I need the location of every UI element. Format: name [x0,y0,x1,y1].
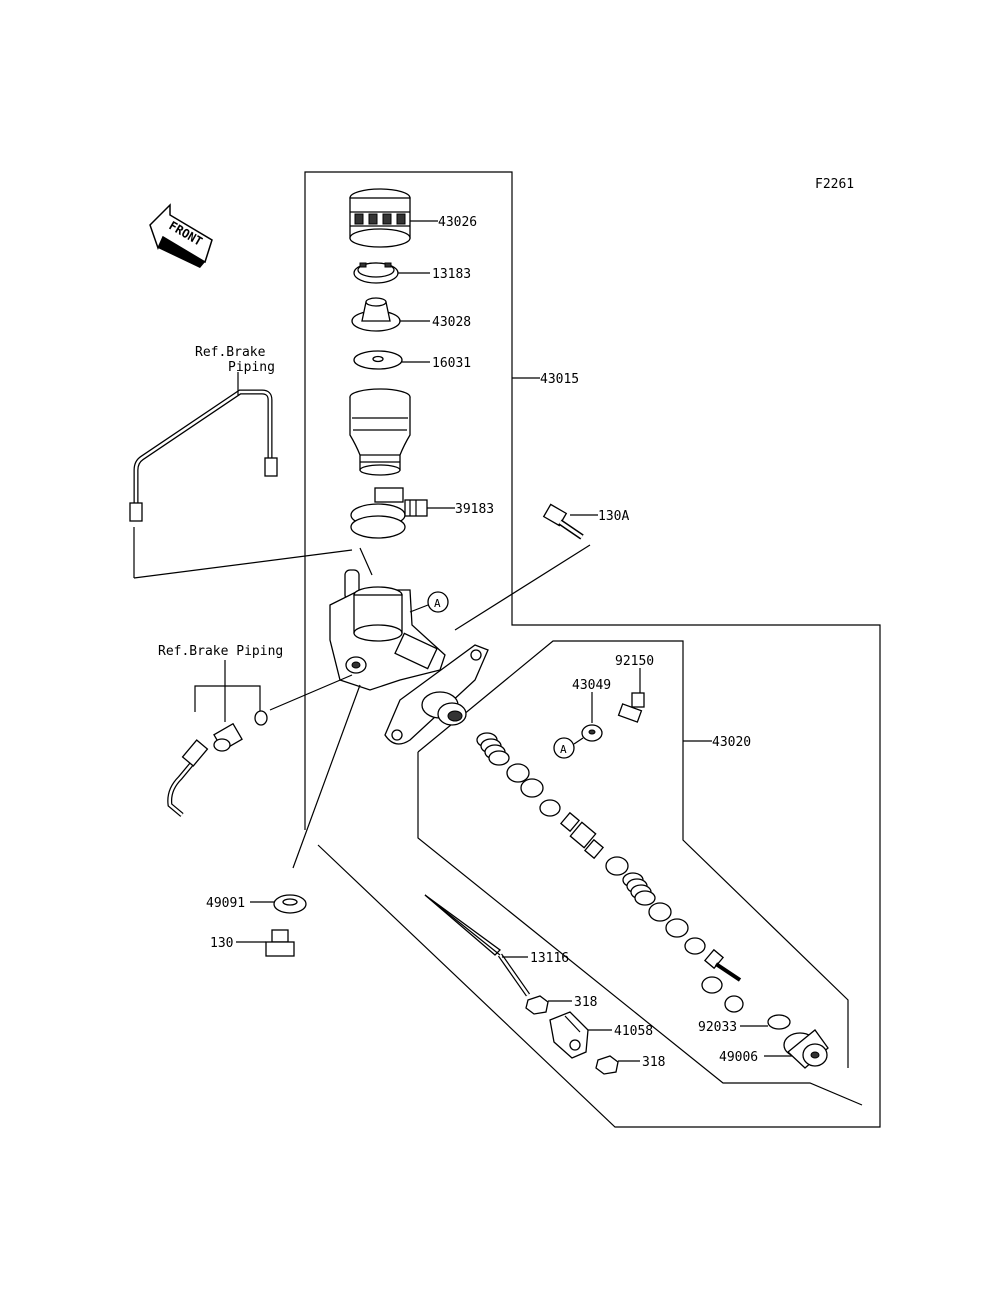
label-39183: 39183 [455,502,494,517]
brake-pipe-upper [129,389,278,522]
reference-a-label-1: A [434,597,441,610]
nut-318-lower [595,1055,619,1075]
spring-seat-1 [506,763,530,783]
piston-spring-1 [476,732,510,766]
reference-a-marker-2 [553,737,575,759]
label-43026: 43026 [438,215,477,230]
assembly-43020-outline-lower [417,752,863,1106]
label-41058: 41058 [614,1024,653,1039]
brake-pipe-lower [167,739,209,817]
figure-code: F2261 [815,177,854,192]
ref-brake-piping-1-line1: Ref.Brake [195,345,266,360]
label-13183: 13183 [432,267,471,282]
cup-3 [665,918,689,938]
label-318-upper: 318 [574,995,597,1010]
float-washer [353,350,403,370]
cup-5 [724,995,744,1013]
spring-seat-2 [648,902,672,922]
nut-318-upper [525,995,549,1015]
label-43015: 43015 [540,372,579,387]
dust-boot [783,1029,829,1069]
push-rod [424,894,531,997]
cap-plate [353,262,399,284]
cup-4 [684,937,706,955]
clevis-joint [549,1011,589,1059]
label-130: 130 [210,936,233,951]
front-arrow-icon: FRONT [149,203,213,268]
diaphragm [351,297,401,332]
cup-2 [539,799,561,817]
valve-1 [559,811,605,860]
ref-brake-piping-1-line2: Piping [228,360,275,375]
bolt-130a [542,503,584,540]
assembly-43015-outline [304,171,881,1128]
reference-a-label-2: A [560,743,567,756]
label-43049: 43049 [572,678,611,693]
hose-clamp [350,487,428,539]
label-43028: 43028 [432,315,471,330]
ref-brake-piping-2: Ref.Brake Piping [158,644,283,659]
cup-1 [520,778,544,798]
piston [701,948,742,994]
spacer [605,856,629,876]
master-cylinder-body [329,569,489,745]
label-92033: 92033 [698,1020,737,1035]
bleeder-valve [617,692,645,723]
label-49006: 49006 [719,1050,758,1065]
label-43020: 43020 [712,735,751,750]
crush-washer [254,710,268,726]
piston-spring-2 [622,872,656,906]
label-92150: 92150 [615,654,654,669]
label-49091: 49091 [206,896,245,911]
bleeder-bolt-130 [265,929,295,957]
banjo-fitting [213,722,243,752]
label-318-lower: 318 [642,1055,665,1070]
reservoir-body [349,388,411,476]
label-16031: 16031 [432,356,471,371]
reservoir-cap [349,188,411,248]
label-130a: 130A [598,509,629,524]
circlip [767,1014,791,1030]
reference-a-marker-1 [427,591,449,613]
label-13116: 13116 [530,951,569,966]
